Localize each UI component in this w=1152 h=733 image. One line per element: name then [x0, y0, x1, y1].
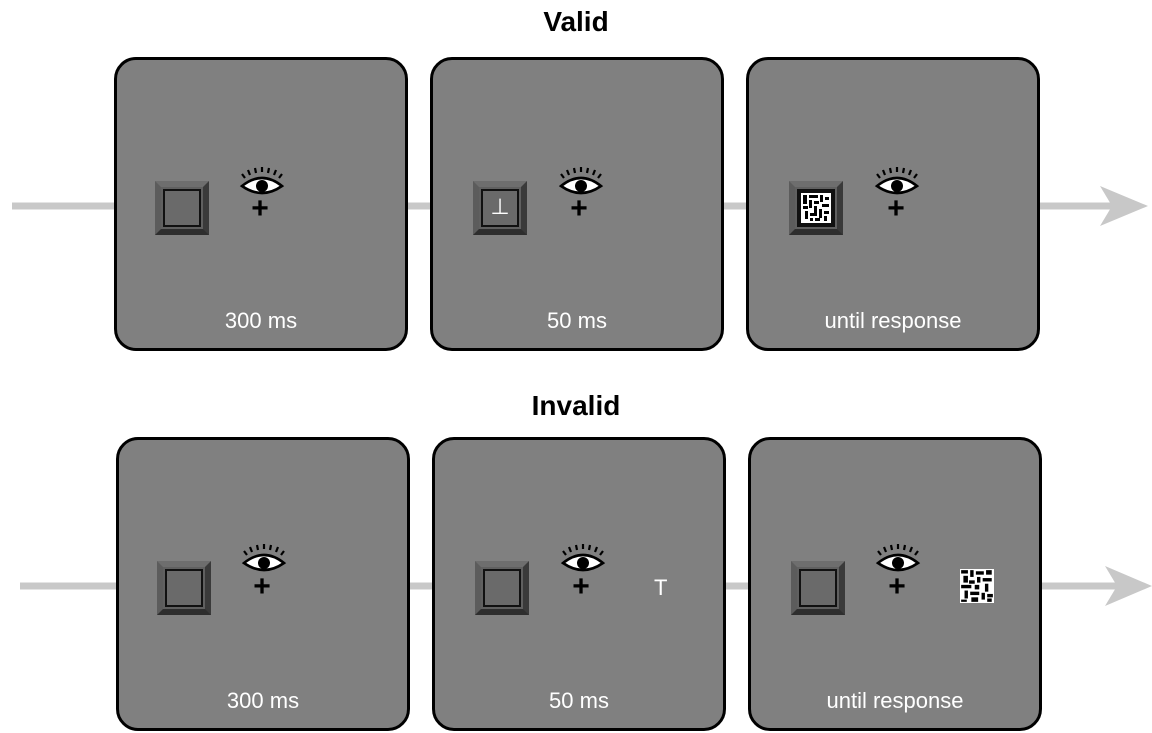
timing-label: until response [826, 688, 964, 713]
panel-valid-target: ⊥ + 50 ms [430, 57, 724, 351]
placeholder-box [791, 561, 845, 615]
eye-icon [558, 167, 604, 195]
placeholder-box-inner [163, 189, 201, 227]
fixation-cross: + [572, 570, 590, 603]
fixation-cross: + [253, 570, 271, 603]
placeholder-box: ⊥ [473, 181, 527, 235]
row-title-invalid: Invalid [531, 390, 621, 421]
placeholder-box [789, 181, 843, 235]
row-title-valid: Valid [543, 6, 609, 37]
noise-mask [960, 569, 994, 603]
timing-label: 300 ms [224, 308, 298, 333]
noise-mask [801, 193, 831, 223]
panel-invalid-cue: + 300 ms [116, 437, 410, 731]
eye-icon [560, 544, 606, 572]
target-letter: ⊥ [490, 195, 510, 220]
panel-invalid-target: + T 50 ms [432, 437, 726, 731]
placeholder-box [157, 561, 211, 615]
placeholder-box-inner [483, 569, 521, 607]
panel-valid-mask: + until response [746, 57, 1040, 351]
placeholder-box [475, 561, 529, 615]
timing-label: 50 ms [549, 688, 609, 713]
timing-label: 300 ms [226, 688, 300, 713]
fixation-cross: + [887, 192, 905, 225]
eye-icon [874, 167, 920, 195]
placeholder-box-inner [799, 569, 837, 607]
placeholder-box-inner: ⊥ [481, 189, 519, 227]
placeholder-box-inner [797, 189, 835, 227]
fixation-cross: + [888, 570, 906, 603]
panel-invalid-mask: + until response [748, 437, 1042, 731]
eye-icon [875, 544, 921, 572]
fixation-cross: + [570, 192, 588, 225]
placeholder-box-inner [165, 569, 203, 607]
panel-valid-cue: + 300 ms [114, 57, 408, 351]
eye-icon [239, 167, 285, 195]
timing-label: until response [824, 308, 962, 333]
eye-icon [241, 544, 287, 572]
fixation-cross: + [251, 192, 269, 225]
timing-label: 50 ms [547, 308, 607, 333]
placeholder-box [155, 181, 209, 235]
target-letter: T [654, 575, 668, 600]
